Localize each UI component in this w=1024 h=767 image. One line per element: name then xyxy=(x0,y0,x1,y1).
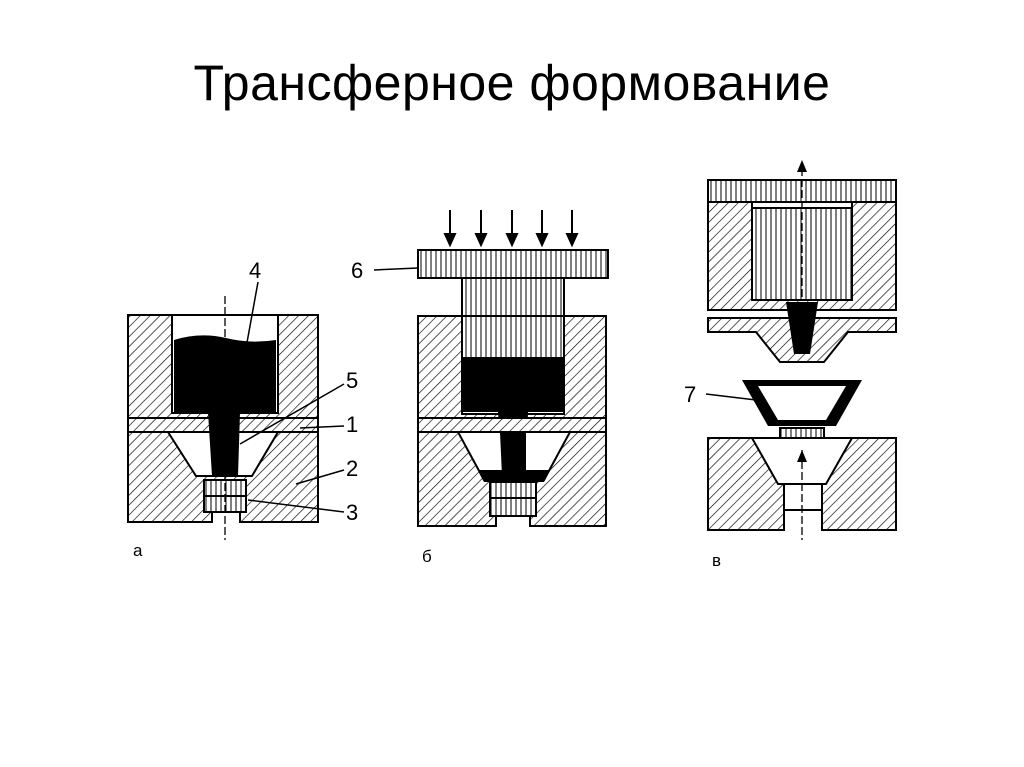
press-arrows xyxy=(443,210,579,248)
panel-a-compound xyxy=(174,335,276,476)
callout-6: 6 xyxy=(351,258,363,283)
callout-3: 3 xyxy=(346,500,358,525)
slide-title: Трансферное формование xyxy=(193,55,831,111)
panel-c: 7 в xyxy=(684,160,897,570)
panel-c-label: в xyxy=(712,551,721,570)
callout-7: 7 xyxy=(684,382,696,407)
panel-b-ram-plate xyxy=(417,249,609,279)
callout-4: 4 xyxy=(249,258,261,283)
panel-b: 6 б xyxy=(351,210,609,566)
panel-c-sprue xyxy=(786,302,818,354)
panel-b-label: б xyxy=(422,547,432,566)
callout-2: 2 xyxy=(346,456,358,481)
panel-a-label: а xyxy=(133,541,143,560)
panel-c-molded-part xyxy=(742,380,862,426)
panel-a: 4 5 1 2 3 а xyxy=(127,258,358,560)
panel-c-plunger xyxy=(751,207,853,301)
callout-1: 1 xyxy=(346,412,358,437)
panel-b-plunger xyxy=(461,277,565,359)
callout-5: 5 xyxy=(346,368,358,393)
